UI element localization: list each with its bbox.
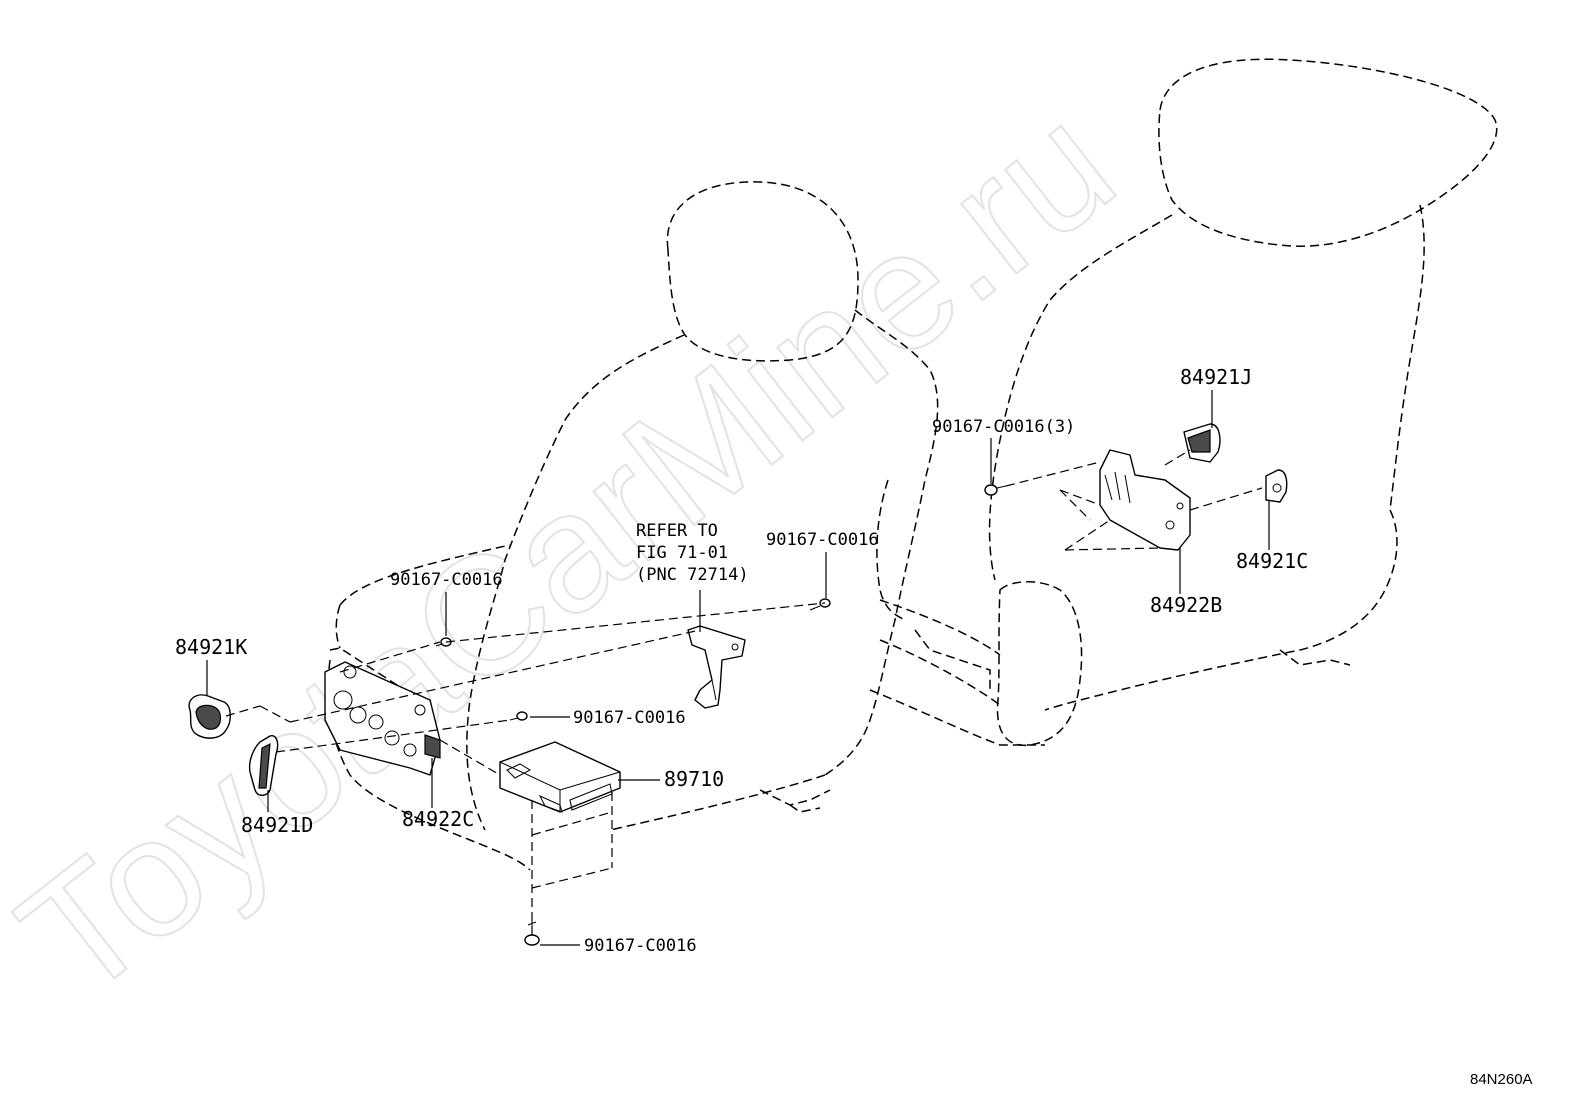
- label-84922b: 84922B: [1150, 593, 1222, 617]
- bracket-84922b: [1099, 449, 1191, 551]
- knob-84921c: [1265, 469, 1288, 503]
- label-refer-line3: (PNC 72714): [636, 565, 749, 585]
- screw-left-lower: [509, 711, 528, 721]
- leader-lines: [206, 390, 1270, 946]
- label-84921j: 84921J: [1180, 365, 1252, 389]
- knob-84921j: [1183, 423, 1221, 463]
- label-84921k: 84921K: [175, 635, 247, 659]
- bracket-refer: [687, 625, 746, 709]
- label-screw-bottom: 90167-C0016: [584, 936, 697, 956]
- label-84922c: 84922C: [402, 807, 474, 831]
- label-screw-right: 90167-C0016(3): [932, 417, 1075, 437]
- label-refer-line1: REFER TO: [636, 521, 718, 541]
- label-refer-line2: FIG 71-01: [636, 543, 728, 563]
- switch-84922c: [324, 661, 441, 776]
- right-seat-outline: [869, 58, 1498, 746]
- knob-84921d: [248, 735, 279, 796]
- watermark: ToyotaCarMine.ru: [0, 69, 1147, 1033]
- label-screw-center-upper: 90167-C0016: [766, 530, 879, 550]
- figure-id: 84N260A: [1470, 1071, 1533, 1088]
- screw-right: [984, 484, 1007, 496]
- label-screw-left-lower: 90167-C0016: [573, 708, 686, 728]
- label-84921d: 84921D: [241, 813, 313, 837]
- ecu-89710: [499, 741, 621, 813]
- label-screw-left-upper: 90167-C0016: [390, 570, 503, 590]
- label-89710: 89710: [664, 767, 724, 791]
- assembly-guides: [225, 449, 1263, 935]
- knob-84921k: [188, 694, 231, 739]
- label-84921c: 84921C: [1236, 549, 1308, 573]
